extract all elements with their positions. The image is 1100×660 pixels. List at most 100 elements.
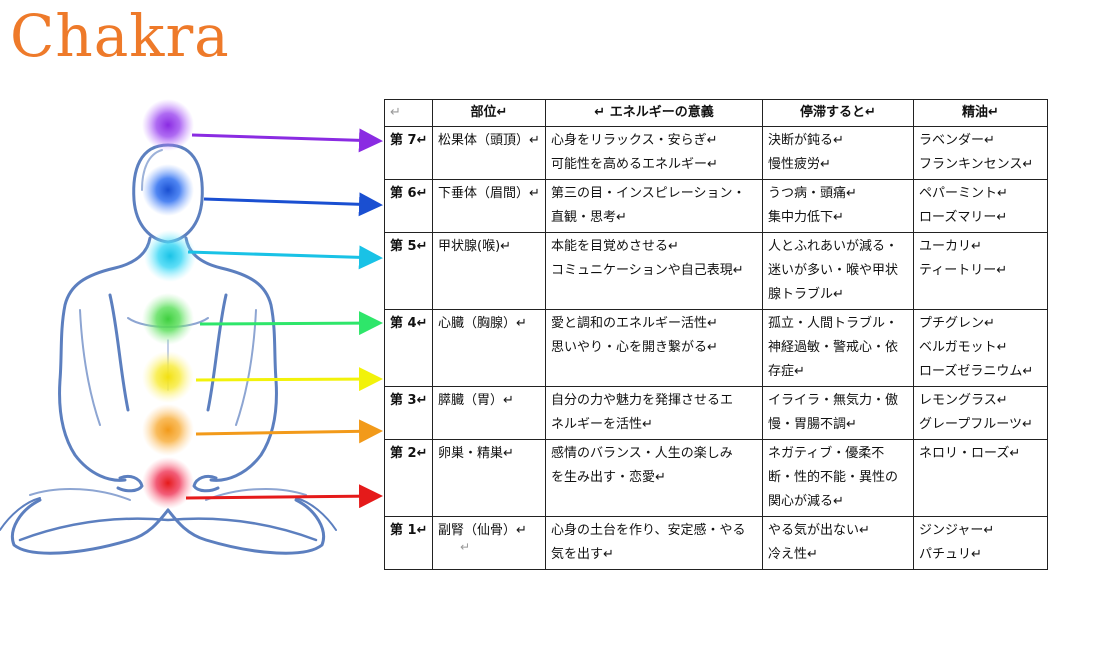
oil-line: ベルガモット↵ [919,340,1008,355]
meaning-line: 思いやり・心を開き繋がる↵ [551,340,718,355]
meaning-cell: 第三の目・インスピレーション・直観・思考↵ [545,179,763,233]
meaning-line: コミュニケーションや自己表現↵ [551,263,744,278]
stagnation-line: うつ病・頭痛↵ [768,186,857,201]
chakra-level: 第 6↵ [384,179,433,233]
level-label: 第 1↵ [390,523,428,538]
meaning-line: 自分の力や魅力を発揮させるエ [551,393,734,408]
body-part: 甲状腺(喉)↵ [432,232,546,310]
stagnation-cell: イライラ・無気力・傲慢・胃腸不調↵ [762,386,914,440]
meaning-line: 直観・思考↵ [551,210,627,225]
level-label: 第 2↵ [390,446,428,461]
header-meaning: ↵ エネルギーの意義 [545,99,763,127]
chakra-4-arrow [199,311,383,336]
chakra-4-glow [142,293,194,345]
meaning-cell: 心身の土台を作り、安定感・やる気を出す↵ [545,516,763,570]
table-row: 第 1↵ 副腎（仙骨）↵ 心身の土台を作り、安定感・やる気を出す↵ やる気が出ない↵ 冷… [384,516,1048,570]
oil-cell: ユーカリ↵ ティートリー↵ [913,232,1048,310]
body-part-label: 心臓（胸腺）↵ [438,316,527,331]
meaning-line: 心身の土台を作り、安定感・やる [551,523,746,538]
stagnation-line: 存症↵ [768,364,805,379]
body-part: 卵巣・精巣↵ [432,439,546,517]
meaning-line: 感情のバランス・人生の楽しみ [551,446,733,461]
oil-line: ラベンダー↵ [919,133,995,148]
stagnation-line: ネガティブ・優柔不 [768,446,885,461]
oil-cell: レモングラス↵ グレープフルーツ↵ [913,386,1048,440]
oil-line: ローズゼラニウム↵ [919,364,1034,379]
level-label: 第 3↵ [390,393,428,408]
level-label: 第 6↵ [390,186,428,201]
chakra-7-glow [142,99,194,151]
header-part: 部位↵ [432,99,546,127]
table-row: 第 5↵ 甲状腺(喉)↵ 本能を目覚めさせる↵ コミュニケーションや自己表現↵ 人とふれ… [384,232,1048,310]
chakra-level: 第 3↵ [384,386,433,440]
meaning-cell: 自分の力や魅力を発揮させるエネルギーを活性↵ [545,386,763,440]
stagnation-cell: うつ病・頭痛↵ 集中力低下↵ [762,179,914,233]
stagnation-line: 慢性疲労↵ [768,157,831,172]
chakra-table: ↵ 部位↵ ↵ エネルギーの意義 停滞すると↵ 精油↵ 第 7↵松果体（頭頂）↵… [384,99,1048,570]
oil-cell: プチグレン↵ ベルガモット↵ ローズゼラニウム↵ [913,309,1048,387]
chakra-1-glow [142,457,194,509]
chakra-7-arrow [191,128,383,153]
oil-line: グレープフルーツ↵ [919,417,1033,432]
chakra-level: 第 5↵ [384,232,433,310]
oil-cell: ジンジャー↵パチュリ↵ [913,516,1048,570]
header-stagnation: 停滞すると↵ [762,99,914,127]
oil-line: フランキンセンス↵ [919,157,1034,172]
body-part-label: 膵臓（胃）↵ [438,393,514,408]
oil-line: ローズマリー↵ [919,210,1008,225]
stagnation-line: 冷え性↵ [768,547,818,562]
chakra-arrows [185,128,383,509]
table-header-row: ↵ 部位↵ ↵ エネルギーの意義 停滞すると↵ 精油↵ [384,99,1048,127]
stagnation-line: イライラ・無気力・傲 [768,393,899,408]
body-part-label: 卵巣・精巣↵ [438,446,514,461]
stagnation-line: 決断が鈍る↵ [768,133,844,148]
meaning-line: 心身をリラックス・安らぎ↵ [551,133,718,148]
meditating-body-illustration [0,99,383,555]
table-row: 第 4↵ 心臓（胸腺）↵ 愛と調和のエネルギー活性↵ 思いやり・心を開き繋がる↵ 孤立・… [384,309,1048,387]
body-part: 副腎（仙骨）↵ [432,516,546,570]
oil-line: ティートリー↵ [919,263,1008,278]
stagnation-line: やる気が出ない↵ [768,523,870,538]
table-row: 第 7↵松果体（頭頂）↵心身をリラックス・安らぎ↵可能性を高めるエネルギー↵決断… [384,126,1048,180]
meaning-line: 愛と調和のエネルギー活性↵ [551,316,718,331]
stagnation-cell: 孤立・人間トラブル・神経過敏・警戒心・依存症↵ [762,309,914,387]
stagnation-cell: 決断が鈍る↵ 慢性疲労↵ [762,126,914,180]
body-part-label: 副腎（仙骨）↵ [438,523,527,538]
body-part-label: 甲状腺(喉)↵ [438,239,512,254]
body-part-label: 下垂体（眉間）↵ [438,186,540,201]
oil-line: ジンジャー↵ [919,523,995,538]
oil-line: ユーカリ↵ [919,239,982,254]
table-row: 第 2↵卵巣・精巣↵感情のバランス・人生の楽しみを生み出す・恋愛↵ネガティブ・優… [384,439,1048,517]
chakra-1-arrow [185,484,383,509]
oil-cell: ラベンダー↵ フランキンセンス↵ [913,126,1048,180]
oil-line: レモングラス↵ [919,393,1008,408]
stagnation-cell: ネガティブ・優柔不断・性的不能・異性の関心が減る↵ [762,439,914,517]
chakra-2-arrow [195,419,383,444]
stagnation-line: 集中力低下↵ [768,210,844,225]
chakra-2-glow [142,404,194,456]
oil-line: プチグレン↵ [919,316,995,331]
meaning-line: 気を出す↵ [551,547,614,562]
chakra-5-arrow [187,245,383,270]
meaning-cell: 感情のバランス・人生の楽しみを生み出す・恋愛↵ [545,439,763,517]
chakra-level: 第 2↵ [384,439,433,517]
stagnation-line: 関心が減る↵ [768,494,844,509]
chakra-6-arrow [203,192,383,217]
stagnation-line: 腺トラブル↵ [768,287,844,302]
meaning-line: を生み出す・恋愛↵ [551,470,666,485]
meaning-line: 本能を目覚めさせる↵ [551,239,679,254]
chakra-6-glow [142,164,194,216]
meaning-cell: 本能を目覚めさせる↵ コミュニケーションや自己表現↵ [545,232,763,310]
page-title: Chakra [10,2,230,70]
level-label: 第 5↵ [390,239,428,254]
stagnation-line: 迷いが多い・喉や甲状 [768,263,899,278]
chakra-3-glow [142,351,194,403]
table-row: 第 3↵膵臓（胃）↵自分の力や魅力を発揮させるエネルギーを活性↵イライラ・無気力… [384,386,1048,440]
chakra-level: 第 4↵ [384,309,433,387]
oil-cell: ネロリ・ローズ↵ [913,439,1048,517]
level-label: 第 4↵ [390,316,428,331]
chakra-3-arrow [195,367,383,392]
header-oil: 精油↵ [913,99,1048,127]
level-label: 第 7↵ [390,133,428,148]
stagnation-line: 人とふれあいが減る・ [768,239,899,254]
